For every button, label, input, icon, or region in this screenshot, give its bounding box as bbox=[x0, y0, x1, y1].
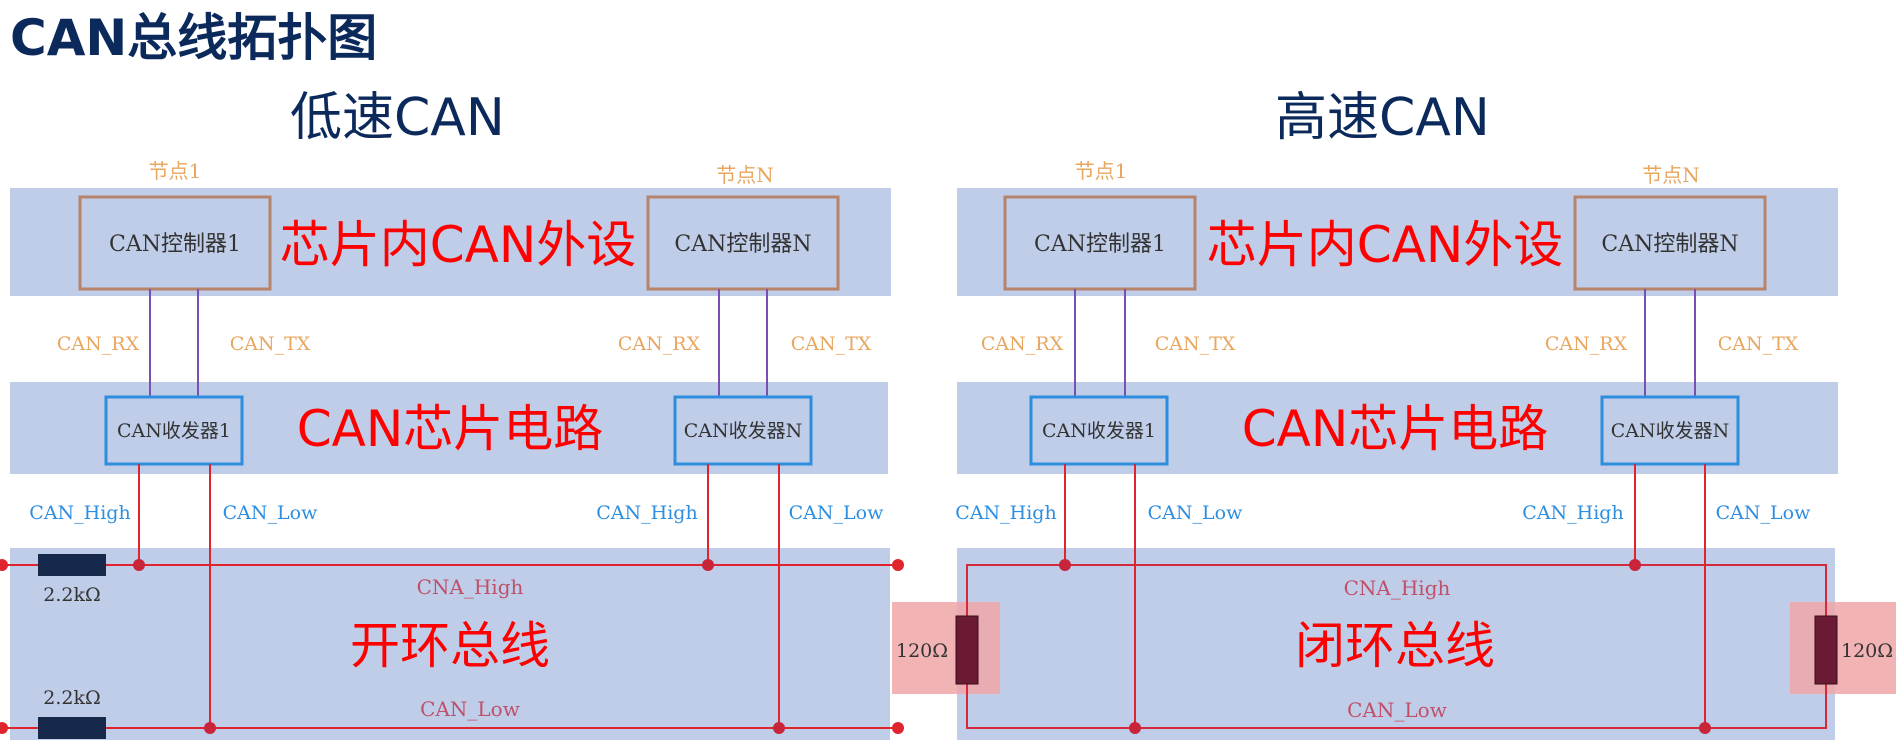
tx-label-nodeN: CAN_TX bbox=[1718, 333, 1799, 355]
peripheral-band bbox=[957, 188, 1838, 296]
can-high-label-node1: CAN_High bbox=[29, 502, 130, 524]
node1-label: 节点1 bbox=[1075, 159, 1128, 183]
transceiverN-label: CAN收发器N bbox=[684, 420, 803, 442]
terminator-zone-left bbox=[892, 602, 1000, 694]
terminator-zone-right bbox=[1790, 602, 1896, 694]
bus-end-dot bbox=[892, 559, 904, 571]
high-speed-heading: 高速CAN bbox=[1275, 88, 1490, 148]
low-speed-heading: 低速CAN bbox=[290, 88, 505, 148]
node1-label: 节点1 bbox=[149, 159, 202, 183]
transceiverN-label: CAN收发器N bbox=[1611, 420, 1730, 442]
junction-dot bbox=[1129, 722, 1141, 734]
terminator-right bbox=[1814, 615, 1838, 685]
bus-end-dot bbox=[0, 559, 8, 571]
page-title: CAN总线拓扑图 bbox=[10, 9, 378, 67]
bus-end-dot bbox=[0, 722, 8, 734]
controllerN-label: CAN控制器N bbox=[1601, 232, 1738, 257]
junction-dot bbox=[133, 559, 145, 571]
transceiver1-label: CAN收发器1 bbox=[117, 420, 231, 442]
rx-label-nodeN: CAN_RX bbox=[618, 333, 701, 355]
high-speed-panel: 节点1 节点N CAN控制器1 CAN控制器N 芯片内CAN外设 CAN_RX … bbox=[892, 159, 1896, 740]
peripheral-label: 芯片内CAN外设 bbox=[280, 216, 637, 274]
bus-high-label: CNA_High bbox=[417, 575, 524, 599]
resistor-bottom-label: 2.2kΩ bbox=[43, 687, 100, 709]
bus-low-label: CAN_Low bbox=[1347, 698, 1447, 722]
junction-dot bbox=[702, 559, 714, 571]
controller1-box bbox=[78, 195, 272, 291]
junction-dot bbox=[1059, 559, 1071, 571]
resistor-top-label: 2.2kΩ bbox=[43, 584, 100, 606]
can-high-label-node1: CAN_High bbox=[955, 502, 1056, 524]
nodeN-label: 节点N bbox=[1642, 163, 1700, 187]
tx-label-nodeN: CAN_TX bbox=[791, 333, 872, 355]
nodeN-label: 节点N bbox=[716, 163, 774, 187]
junction-dot bbox=[773, 722, 785, 734]
bus-end-dot bbox=[892, 722, 904, 734]
controller1-label: CAN控制器1 bbox=[1034, 232, 1166, 257]
controllerN-label: CAN控制器N bbox=[674, 232, 811, 257]
transceiver1-label: CAN收发器1 bbox=[1042, 420, 1156, 442]
transceiverN-box bbox=[673, 395, 813, 466]
junction-dot bbox=[204, 722, 216, 734]
can-low-label-nodeN: CAN_Low bbox=[1716, 502, 1811, 524]
can-low-label-node1: CAN_Low bbox=[1148, 502, 1243, 524]
low-speed-panel: 节点1 节点N CAN控制器1 CAN控制器N 芯片内CAN外设 CAN_RX … bbox=[0, 159, 904, 740]
can-low-label-nodeN: CAN_Low bbox=[789, 502, 884, 524]
bus-label: 闭环总线 bbox=[1295, 617, 1495, 675]
resistor-top bbox=[38, 554, 106, 576]
junction-dot bbox=[1629, 559, 1641, 571]
rx-label-nodeN: CAN_RX bbox=[1545, 333, 1628, 355]
resistor-bottom bbox=[38, 717, 106, 739]
bus-low-label: CAN_Low bbox=[420, 697, 520, 721]
peripheral-band bbox=[10, 188, 891, 296]
transceiverN-box bbox=[1600, 395, 1740, 466]
bus-band bbox=[957, 548, 1835, 740]
bus-band bbox=[10, 548, 890, 740]
terminator-right-label: 120Ω bbox=[1841, 640, 1893, 662]
transceiver1-box bbox=[1029, 395, 1169, 466]
peripheral-label: 芯片内CAN外设 bbox=[1207, 216, 1564, 274]
controller1-box bbox=[1003, 195, 1197, 291]
can-high-label-nodeN: CAN_High bbox=[1522, 502, 1623, 524]
controllerN-box bbox=[646, 195, 840, 291]
can-low-label-node1: CAN_Low bbox=[223, 502, 318, 524]
rx-label-node1: CAN_RX bbox=[57, 333, 140, 355]
bus-label: 开环总线 bbox=[350, 617, 550, 675]
can-high-label-nodeN: CAN_High bbox=[596, 502, 697, 524]
bus-high-label: CNA_High bbox=[1344, 576, 1451, 600]
circuit-label: CAN芯片电路 bbox=[297, 400, 604, 458]
tx-label-node1: CAN_TX bbox=[1155, 333, 1236, 355]
rx-label-node1: CAN_RX bbox=[981, 333, 1064, 355]
junction-dot bbox=[1699, 722, 1711, 734]
transceiver1-box bbox=[104, 395, 244, 466]
controller1-label: CAN控制器1 bbox=[109, 232, 241, 257]
terminator-left-label: 120Ω bbox=[896, 640, 948, 662]
tx-label-node1: CAN_TX bbox=[230, 333, 311, 355]
controllerN-box bbox=[1573, 195, 1767, 291]
circuit-label: CAN芯片电路 bbox=[1242, 400, 1549, 458]
terminator-left bbox=[955, 615, 979, 685]
